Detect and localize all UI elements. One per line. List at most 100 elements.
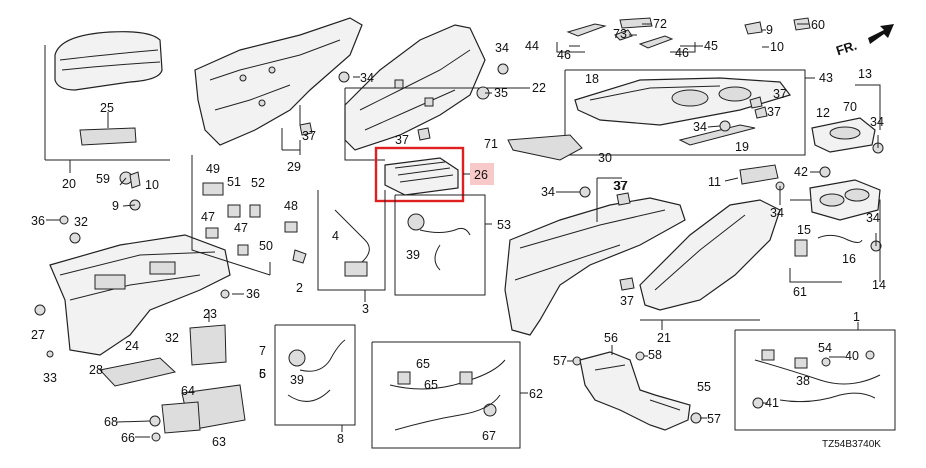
- callout-32b: 32: [165, 331, 179, 345]
- callout-22: 22: [532, 81, 546, 95]
- callout-34a: 34: [360, 71, 374, 85]
- console-body-30: [504, 177, 686, 336]
- callout-2: 2: [296, 281, 303, 295]
- callout-5: 5: [259, 367, 266, 381]
- callout-23: 23: [203, 307, 217, 321]
- harness-1: [734, 322, 896, 431]
- callout-46b: 46: [675, 46, 689, 60]
- callout-21: 21: [657, 331, 671, 345]
- misc-parts: [129, 134, 779, 434]
- callout-72: 72: [653, 17, 667, 31]
- callout-26[interactable]: 26: [474, 168, 488, 182]
- harness-8: [274, 324, 356, 432]
- cup-holder-panel-43: [564, 69, 815, 156]
- callout-60: 60: [811, 18, 825, 32]
- callout-7: 7: [259, 344, 266, 358]
- harness-62: [371, 341, 528, 449]
- callout-37f: 37: [767, 105, 781, 119]
- fasteners: [34, 17, 884, 442]
- callout-42: 42: [794, 165, 808, 179]
- callout-34d: 34: [693, 120, 707, 134]
- callout-55: 55: [697, 380, 711, 394]
- callout-73: 73: [613, 27, 627, 41]
- bracket-55: [579, 345, 691, 431]
- callout-9b: 9: [766, 23, 773, 37]
- callout-49: 49: [206, 162, 220, 176]
- callout-53: 53: [497, 218, 511, 232]
- callout-3: 3: [362, 302, 369, 316]
- console-side-cover-21: [639, 199, 781, 330]
- callout-14: 14: [872, 278, 886, 292]
- callout-1: 1: [853, 310, 860, 324]
- callout-43: 43: [819, 71, 833, 85]
- callout-38: 38: [796, 374, 810, 388]
- callout-34g: 34: [870, 115, 884, 129]
- callout-13: 13: [858, 67, 872, 81]
- callout-52: 52: [251, 176, 265, 190]
- callout-18: 18: [585, 72, 599, 86]
- callout-66: 66: [121, 431, 135, 445]
- callout-10a: 10: [145, 178, 159, 192]
- callout-19: 19: [735, 140, 749, 154]
- part-26-label-bg: [470, 163, 494, 185]
- callout-58: 58: [648, 348, 662, 362]
- callout-57b: 57: [707, 412, 721, 426]
- callout-46a: 46: [557, 48, 571, 62]
- callout-36a: 36: [31, 214, 45, 228]
- front-direction-arrow: [868, 24, 894, 44]
- callout-56: 56: [604, 331, 618, 345]
- highlighted-part-26-group[interactable]: [374, 146, 494, 203]
- callout-65a: 65: [416, 357, 430, 371]
- callout-37a: 37: [302, 129, 316, 143]
- callout-64: 64: [181, 384, 195, 398]
- callout-12: 12: [816, 106, 830, 120]
- callout-40: 40: [845, 349, 859, 363]
- callout-30: 30: [598, 151, 612, 165]
- harness-3: [317, 190, 386, 302]
- callout-47a: 47: [201, 210, 215, 224]
- callout-37c: 37: [614, 179, 628, 193]
- callout-8: 8: [337, 432, 344, 446]
- callout-65b: 65: [424, 378, 438, 392]
- callout-10b: 10: [770, 40, 784, 54]
- callout-34b: 34: [495, 41, 509, 55]
- callout-57a: 57: [553, 354, 567, 368]
- callout-45: 45: [704, 39, 718, 53]
- callout-62: 62: [529, 387, 543, 401]
- harness-53: [394, 194, 492, 296]
- callout-37b: 37: [395, 133, 409, 147]
- callout-71: 71: [484, 137, 498, 151]
- callout-47b: 47: [234, 221, 248, 235]
- callout-33: 33: [43, 371, 57, 385]
- callout-25: 25: [100, 101, 114, 115]
- leader-lines: [46, 23, 879, 438]
- callout-28: 28: [89, 363, 103, 377]
- callout-41: 41: [765, 396, 779, 410]
- callout-34f: 34: [866, 211, 880, 225]
- callout-63: 63: [212, 435, 226, 449]
- callout-54: 54: [818, 341, 832, 355]
- callout-50: 50: [259, 239, 273, 253]
- armrest-lid-assembly: [44, 31, 170, 173]
- tray-12: [811, 84, 881, 153]
- callout-61: 61: [793, 285, 807, 299]
- callout-44: 44: [525, 39, 539, 53]
- lower-console-frame-28: [49, 234, 231, 387]
- callout-70: 70: [843, 100, 857, 114]
- callout-37e: 37: [773, 87, 787, 101]
- top-garnishes: [556, 17, 696, 53]
- callout-9a: 9: [112, 199, 119, 213]
- part-26-lid[interactable]: [384, 157, 459, 196]
- callout-59: 59: [96, 172, 110, 186]
- callout-11: 11: [708, 175, 721, 189]
- callout-34c: 34: [541, 185, 555, 199]
- callout-24: 24: [125, 339, 139, 353]
- callout-6: 6: [259, 367, 266, 381]
- left-side-panel-29: [194, 17, 363, 155]
- callout-32a: 32: [74, 215, 88, 229]
- right-side-panel-22: [344, 24, 530, 161]
- callout-37d: 37: [620, 294, 634, 308]
- callout-67: 67: [482, 429, 496, 443]
- callout-68: 68: [104, 415, 118, 429]
